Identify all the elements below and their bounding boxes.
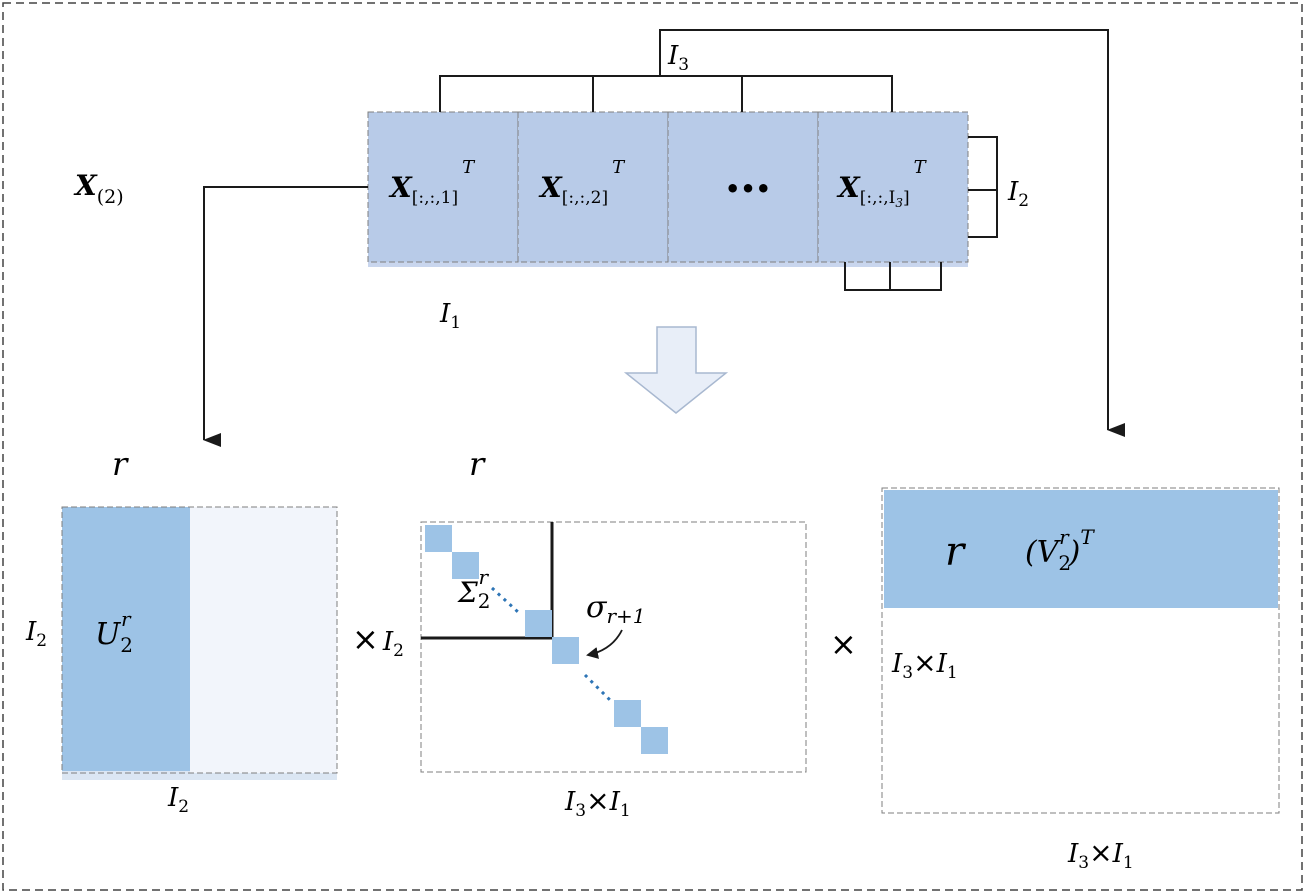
u-cols-label: I2 xyxy=(167,783,189,817)
unfolded-matrix: X[:,:,1]T X[:,:,2]T ••• X[:,:,I3]T X(2) … xyxy=(73,29,1108,447)
diag-square xyxy=(425,525,452,552)
i2-label: I2 xyxy=(1007,177,1029,211)
v-matrix: r (V2r)T I3×I1 I3×I1 xyxy=(881,487,1280,873)
v-rank-label: r xyxy=(945,529,967,575)
times-op-2: × xyxy=(830,625,857,663)
sigma-dims-label: I3×I1 xyxy=(564,784,631,821)
u-matrix: r U2r I2 I2 xyxy=(25,445,338,817)
unfold-matrix-label: X(2) xyxy=(73,169,124,208)
block-2 xyxy=(517,111,669,263)
i1-label: I1 xyxy=(439,299,461,333)
i3-label: I3 xyxy=(667,41,689,75)
down-arrow xyxy=(623,326,729,414)
bottom-brace xyxy=(844,262,942,291)
sigma-r1-arrow xyxy=(586,629,623,659)
times-op-1: ×I2 xyxy=(352,620,404,661)
v-inner-dims: I3×I1 xyxy=(891,646,958,683)
diag-square xyxy=(552,637,579,664)
diag-square xyxy=(641,727,668,754)
block-1-label: X[:,:,1]T xyxy=(388,157,476,208)
v-label: (V2r)T xyxy=(1025,525,1095,575)
u-rank-label: r xyxy=(112,445,129,483)
block-last xyxy=(817,111,969,263)
diag-square xyxy=(452,552,479,579)
block-1 xyxy=(367,111,519,263)
block-ellipsis-label: ••• xyxy=(725,175,771,203)
diag-square xyxy=(525,610,552,637)
i3-brace xyxy=(439,29,1108,430)
connector-to-u xyxy=(203,186,368,447)
sigma-matrix: r Σ2r σr+1 I3×I1 xyxy=(420,445,807,821)
block-last-label: X[:,:,I3]T xyxy=(836,157,928,210)
u-label: U2r xyxy=(95,607,133,657)
v-outer-dims: I3×I1 xyxy=(1067,836,1134,873)
i2-brace xyxy=(968,136,998,238)
diag-square xyxy=(614,700,641,727)
diag-dots-1 xyxy=(490,586,520,614)
sigma-r1-label: σr+1 xyxy=(586,590,646,628)
u-rows-label: I2 xyxy=(25,617,47,651)
v-r-part xyxy=(884,490,1278,608)
block-2-label: X[:,:,2]T xyxy=(538,157,626,208)
block-ellipsis xyxy=(667,111,819,263)
sigma-rank-label: r xyxy=(469,445,486,483)
u-r-part xyxy=(62,507,190,771)
u-light-part xyxy=(190,507,337,773)
sigma-label: Σ2r xyxy=(457,565,491,613)
